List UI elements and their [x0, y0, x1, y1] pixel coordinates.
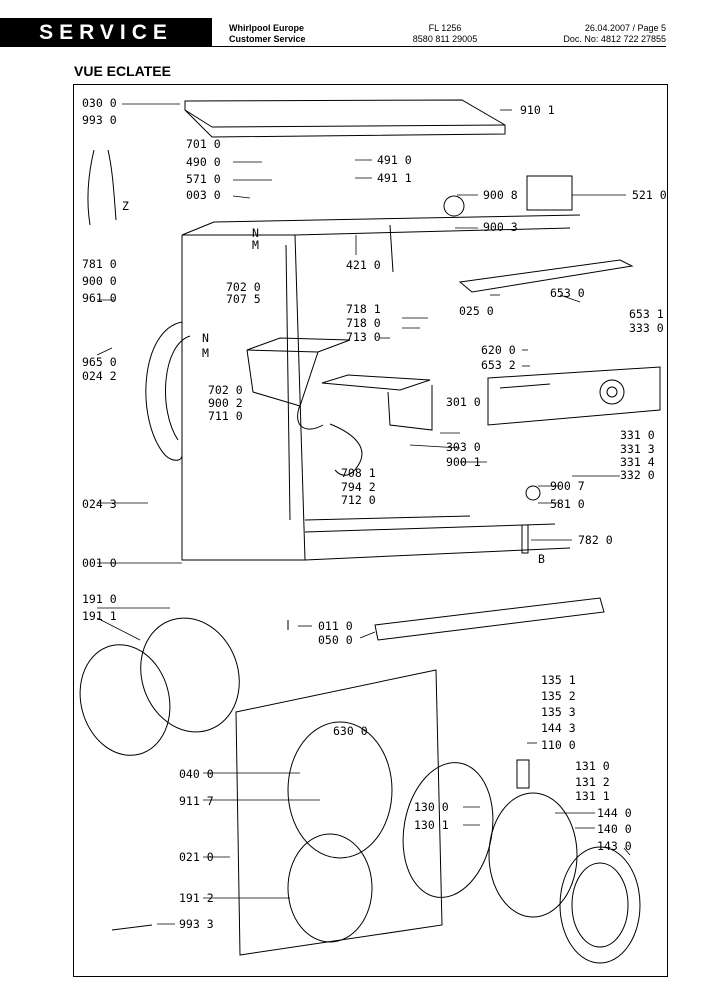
part-number-label: 712 0	[341, 493, 376, 507]
part-number-label: 040 0	[179, 767, 214, 781]
part-number-label: 900 2	[208, 396, 243, 410]
part-number-label: 333 0	[629, 321, 664, 335]
part-number-label: 490 0	[186, 155, 221, 169]
part-number-label: 571 0	[186, 172, 221, 186]
part-number-label: 143 0	[597, 839, 632, 853]
part-number-label: 708 1	[341, 466, 376, 480]
part-number-label: 965 0	[82, 355, 117, 369]
part-number-label: 961 0	[82, 291, 117, 305]
part-number-label: 301 0	[446, 395, 481, 409]
doc-number: Doc. No: 4812 722 27855	[563, 34, 666, 44]
diagram-frame	[73, 84, 668, 977]
leader-lines	[96, 103, 631, 925]
header-rule	[0, 46, 666, 47]
part-number-label: 900 1	[446, 455, 481, 469]
part-number-label: 491 0	[377, 153, 412, 167]
company-info: Whirlpool Europe Customer Service	[229, 23, 306, 45]
part-number-label: 030 0	[82, 96, 117, 110]
part-number-label: N	[202, 331, 209, 345]
part-number-label: 110 0	[541, 738, 576, 752]
part-number-label: 021 0	[179, 850, 214, 864]
part-number-label: 331 4	[620, 455, 655, 469]
part-number-label: 711 0	[208, 409, 243, 423]
parts-drawing	[79, 99, 661, 964]
part-number-label: N	[252, 226, 259, 240]
part-number-label: 135 1	[541, 673, 576, 687]
part-number-label: 003 0	[186, 188, 221, 202]
document-info: 26.04.2007 / Page 5 Doc. No: 4812 722 27…	[563, 23, 666, 45]
part-number-label: 702 0	[226, 280, 261, 294]
part-number-label: 303 0	[446, 440, 481, 454]
part-number-label: 024 3	[82, 497, 117, 511]
part-number-label: 191 0	[82, 592, 117, 606]
part-number-label: 025 0	[459, 304, 494, 318]
page-title: VUE ECLATEE	[74, 63, 171, 79]
company-line-2: Customer Service	[229, 34, 306, 44]
model-line-2: 8580 811 29005	[412, 34, 478, 44]
part-number-label: 911 7	[179, 794, 214, 808]
part-number-label: M	[202, 346, 209, 360]
part-number-label: 653 2	[481, 358, 516, 372]
part-number-label: 713 0	[346, 330, 381, 344]
part-number-label: 191 2	[179, 891, 214, 905]
part-number-label: M	[252, 238, 259, 252]
part-number-label: 781 0	[82, 257, 117, 271]
part-number-label: 900 8	[483, 188, 518, 202]
part-number-label: B	[538, 552, 545, 566]
part-number-label: 900 7	[550, 479, 585, 493]
part-number-label: 491 1	[377, 171, 412, 185]
service-banner: SERVICE	[0, 18, 212, 47]
part-labels: 030 0 993 0 701 0 490 0 571 0 003 0 491 0 491 1…	[82, 96, 667, 931]
part-number-label: 653 1	[629, 307, 664, 321]
part-number-label: 331 3	[620, 442, 655, 456]
part-number-label: 024 2	[82, 369, 117, 383]
part-number-label: 332 0	[620, 468, 655, 482]
part-number-label: 144 3	[541, 721, 576, 735]
part-number-label: 702 0	[208, 383, 243, 397]
part-number-label: 993 3	[179, 917, 214, 931]
part-number-label: 191 1	[82, 609, 117, 623]
part-number-label: 620 0	[481, 343, 516, 357]
part-number-label: 135 2	[541, 689, 576, 703]
part-number-label: 131 1	[575, 789, 610, 803]
model-info: FL 1256 8580 811 29005	[395, 23, 495, 45]
model-line-1: FL 1256	[428, 23, 462, 33]
part-number-label: 001 0	[82, 556, 117, 570]
part-number-label: 135 3	[541, 705, 576, 719]
part-number-label: Z	[122, 199, 129, 213]
part-number-label: 331 0	[620, 428, 655, 442]
part-number-label: 701 0	[186, 137, 221, 151]
part-number-label: 144 0	[597, 806, 632, 820]
part-number-label: 718 1	[346, 302, 381, 316]
part-number-label: 521 0	[632, 188, 667, 202]
part-number-label: 140 0	[597, 822, 632, 836]
part-number-label: 900 3	[483, 220, 518, 234]
part-number-label: 581 0	[550, 497, 585, 511]
part-number-label: 653 0	[550, 286, 585, 300]
part-number-label: 910 1	[520, 103, 555, 117]
part-number-label: 707 5	[226, 292, 261, 306]
part-number-label: 011 0	[318, 619, 353, 633]
company-line-1: Whirlpool Europe	[229, 23, 304, 33]
part-number-label: 130 1	[414, 818, 449, 832]
part-number-label: 900 0	[82, 274, 117, 288]
part-number-label: 050 0	[318, 633, 353, 647]
part-number-label: 718 0	[346, 316, 381, 330]
part-number-label: 421 0	[346, 258, 381, 272]
part-number-label: 630 0	[333, 724, 368, 738]
part-number-label: 782 0	[578, 533, 613, 547]
part-number-label: 131 0	[575, 759, 610, 773]
part-number-label: 794 2	[341, 480, 376, 494]
part-number-label: 131 2	[575, 775, 610, 789]
part-number-label: 993 0	[82, 113, 117, 127]
part-number-label: 130 0	[414, 800, 449, 814]
date-page: 26.04.2007 / Page 5	[584, 23, 666, 33]
